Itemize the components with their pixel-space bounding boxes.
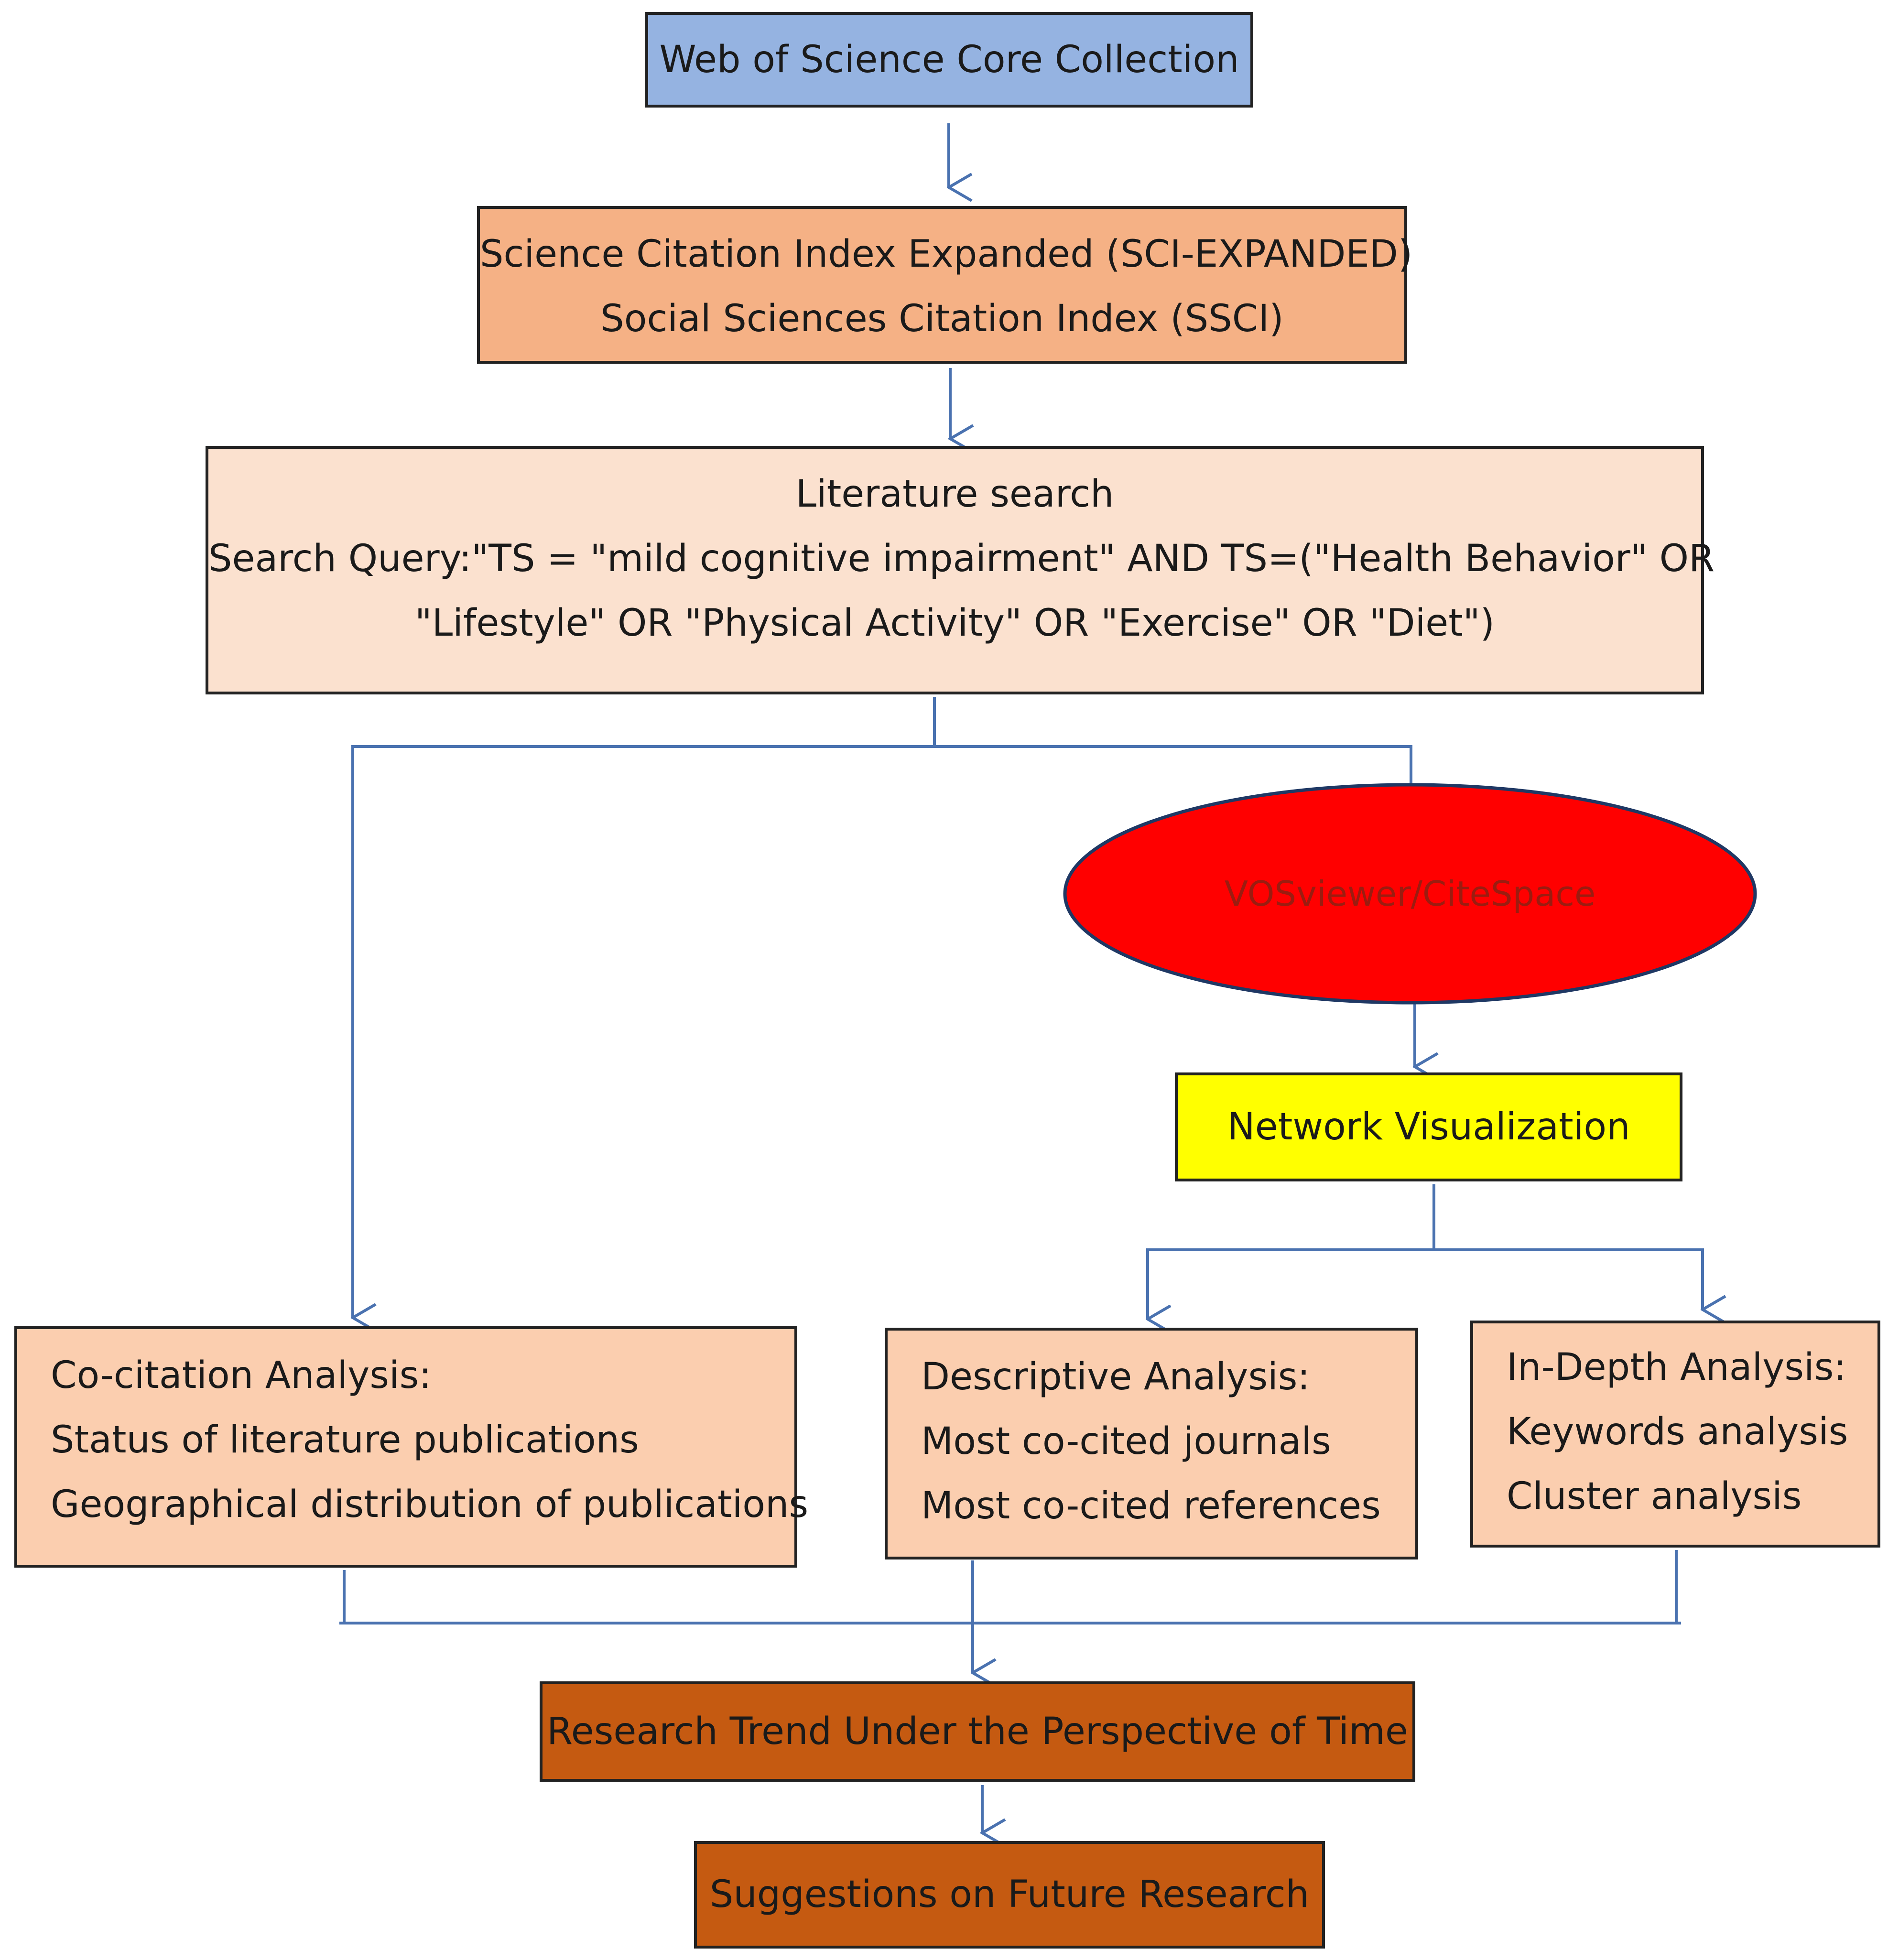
search-query-line-2: "Lifestyle" OR "Physical Activity" OR "E…	[414, 602, 1495, 645]
co-citation-item: Geographical distribution of publication…	[51, 1483, 809, 1526]
in-depth-item: Keywords analysis	[1507, 1410, 1848, 1453]
suggestions-label: Suggestions on Future Research	[709, 1873, 1310, 1916]
descriptive-analysis-box: Descriptive Analysis: Most co-cited jour…	[885, 1328, 1418, 1559]
network-visualization-label: Network Visualization	[1227, 1105, 1630, 1148]
index-ssci: Social Sciences Citation Index (SSCI)	[600, 297, 1284, 340]
in-depth-analysis-box: In-Depth Analysis: Keywords analysis Clu…	[1470, 1321, 1880, 1548]
tool-ellipse	[1063, 783, 1757, 1005]
index-sci-expanded: Science Citation Index Expanded (SCI-EXP…	[480, 233, 1413, 276]
index-box: Science Citation Index Expanded (SCI-EXP…	[477, 206, 1413, 364]
literature-search-box: Literature search Search Query:"TS = "mi…	[206, 446, 1715, 694]
tool-label: VOSviewer/CiteSpace	[1224, 874, 1596, 914]
source-label: Web of Science Core Collection	[659, 38, 1239, 81]
co-citation-title: Co-citation Analysis:	[51, 1354, 432, 1397]
research-trend-box: Research Trend Under the Perspective of …	[540, 1681, 1415, 1782]
co-citation-item: Status of literature publications	[51, 1419, 639, 1462]
source-box: Web of Science Core Collection	[645, 12, 1253, 108]
co-citation-analysis-box: Co-citation Analysis: Status of literatu…	[14, 1326, 809, 1568]
search-title: Literature search	[795, 473, 1114, 516]
network-visualization-box: Network Visualization	[1175, 1072, 1682, 1181]
search-query-line-1: Search Query:"TS = "mild cognitive impai…	[208, 537, 1715, 580]
suggestions-box: Suggestions on Future Research	[694, 1841, 1325, 1949]
descriptive-title: Descriptive Analysis:	[921, 1355, 1310, 1398]
research-trend-label: Research Trend Under the Perspective of …	[547, 1710, 1408, 1753]
in-depth-title: In-Depth Analysis:	[1507, 1346, 1846, 1389]
in-depth-item: Cluster analysis	[1507, 1475, 1802, 1518]
descriptive-item: Most co-cited references	[921, 1484, 1381, 1527]
descriptive-item: Most co-cited journals	[921, 1420, 1331, 1463]
